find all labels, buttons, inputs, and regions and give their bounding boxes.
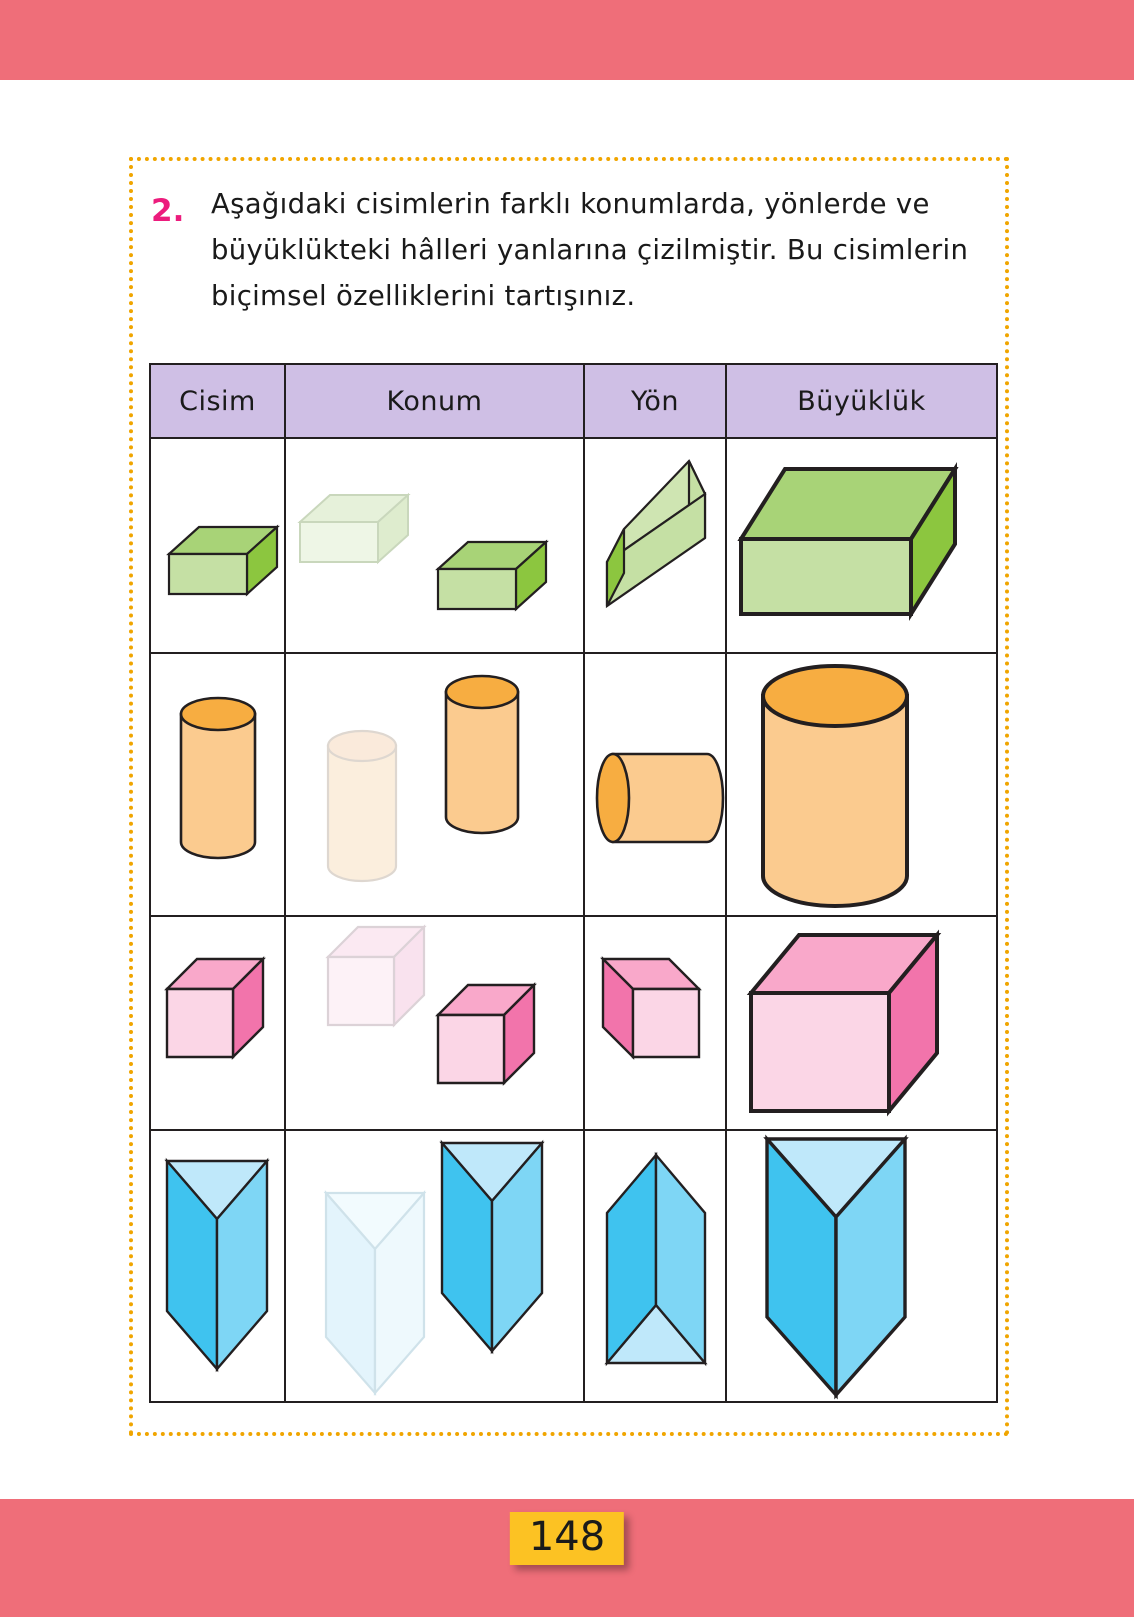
cell-yon-prism bbox=[583, 437, 727, 654]
table-header-row: Cisim Konum Yön Büyüklük bbox=[149, 363, 998, 439]
cell-buyukluk-cylinder bbox=[725, 652, 998, 917]
prompt-line-3: biçimsel özelliklerini tartışınız. bbox=[211, 280, 636, 312]
cell-yon-triprism bbox=[583, 1129, 727, 1403]
cell-cisim-cylinder bbox=[149, 652, 286, 917]
green-prism-base-icon bbox=[166, 524, 280, 597]
table-row bbox=[149, 652, 998, 917]
cell-yon-cube bbox=[583, 915, 727, 1131]
prompt-line-2: büyüklükteki hâlleri yanlarına çizilmişt… bbox=[211, 234, 969, 266]
cell-konum-prism bbox=[284, 437, 585, 654]
cell-konum-cube bbox=[284, 915, 585, 1131]
cell-buyukluk-prism bbox=[725, 437, 998, 654]
table-row bbox=[149, 915, 998, 1131]
question-prompt: 2. Aşağıdaki cisimlerin farklı konumlard… bbox=[145, 181, 997, 319]
column-header-yon: Yön bbox=[583, 363, 727, 439]
question-text: Aşağıdaki cisimlerin farklı konumlarda, … bbox=[211, 181, 997, 319]
cell-konum-triprism bbox=[284, 1129, 585, 1403]
column-header-konum: Konum bbox=[284, 363, 585, 439]
pink-cube-base-icon bbox=[164, 956, 266, 1060]
orange-cylinder-position-icon bbox=[326, 674, 520, 883]
column-header-buyukluk: Büyüklük bbox=[725, 363, 998, 439]
question-number: 2. bbox=[151, 193, 185, 229]
activity-frame: 2. Aşağıdaki cisimlerin farklı konumlard… bbox=[129, 157, 1009, 1436]
column-header-cisim: Cisim bbox=[149, 363, 286, 439]
cell-konum-cylinder bbox=[284, 652, 585, 917]
table-row bbox=[149, 1129, 998, 1403]
green-prism-rotated-icon bbox=[605, 459, 707, 609]
orange-cylinder-base-icon bbox=[179, 696, 257, 860]
orange-cylinder-large-icon bbox=[761, 664, 909, 908]
table-row bbox=[149, 437, 998, 654]
shapes-table: Cisim Konum Yön Büyüklük bbox=[149, 363, 998, 1403]
blue-triangular-prism-base-icon bbox=[164, 1157, 270, 1373]
cell-cisim-cube bbox=[149, 915, 286, 1131]
green-prism-large-icon bbox=[737, 462, 959, 621]
pink-cube-position-icon bbox=[325, 924, 537, 1086]
green-prism-position-icon bbox=[297, 492, 549, 612]
cell-yon-cylinder bbox=[583, 652, 727, 917]
prompt-line-1: Aşağıdaki cisimlerin farklı konumlarda, … bbox=[211, 188, 930, 220]
page-number-badge: 148 bbox=[509, 1512, 625, 1565]
blue-triangular-prism-inverted-icon bbox=[604, 1151, 708, 1367]
cell-cisim-triprism bbox=[149, 1129, 286, 1403]
pink-cube-mirrored-icon bbox=[600, 956, 702, 1060]
orange-cylinder-horizontal-icon bbox=[595, 752, 725, 844]
cell-buyukluk-triprism bbox=[725, 1129, 998, 1403]
top-decorative-band bbox=[0, 0, 1134, 80]
cell-cisim-prism bbox=[149, 437, 286, 654]
blue-triangular-prism-position-icon bbox=[323, 1139, 545, 1396]
blue-triangular-prism-large-icon bbox=[763, 1134, 909, 1400]
cell-buyukluk-cube bbox=[725, 915, 998, 1131]
pink-cube-large-icon bbox=[746, 929, 942, 1117]
